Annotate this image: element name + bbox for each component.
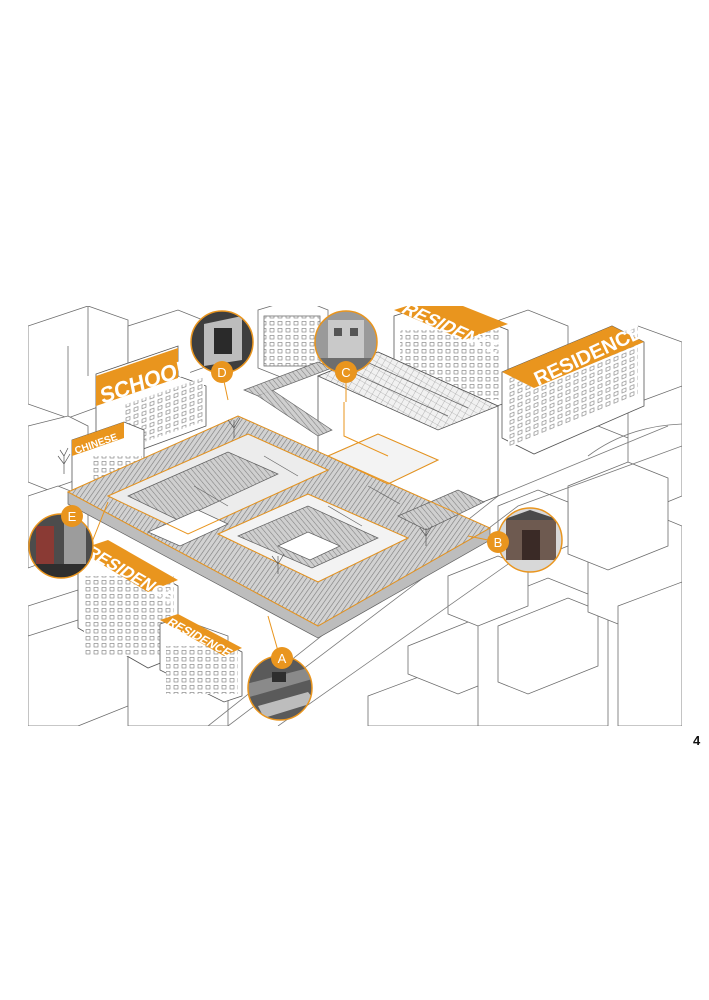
marker-c[interactable]: C bbox=[314, 310, 378, 383]
marker-a[interactable]: A bbox=[246, 647, 316, 724]
marker-d-badge bbox=[211, 361, 233, 383]
marker-e-letter: E bbox=[68, 509, 77, 524]
marker-d-letter: D bbox=[217, 365, 226, 380]
marker-d[interactable]: D bbox=[190, 310, 254, 383]
isometric-site-diagram: SCHOOL CHINESE RESIDENCE RESIDENCE RESID… bbox=[28, 306, 682, 726]
marker-b[interactable]: B bbox=[487, 506, 566, 576]
trees bbox=[57, 417, 433, 574]
marker-e[interactable]: E bbox=[28, 505, 94, 580]
alley-photo bbox=[29, 514, 93, 578]
page-number: 4 bbox=[693, 733, 701, 748]
marker-b-letter: B bbox=[494, 535, 503, 550]
marker-a-badge bbox=[271, 647, 293, 669]
residence-right-building: RESIDENCE bbox=[501, 321, 646, 455]
residence-small-building: RESIDENCE bbox=[159, 614, 243, 703]
marker-e-badge bbox=[61, 505, 83, 527]
study-area-outline bbox=[66, 402, 492, 627]
marker-c-letter: C bbox=[341, 365, 350, 380]
marker-b-badge bbox=[487, 531, 509, 553]
marker-a-letter: A bbox=[278, 651, 287, 666]
marker-c-badge bbox=[335, 361, 357, 383]
courtyard-photo bbox=[248, 656, 312, 720]
